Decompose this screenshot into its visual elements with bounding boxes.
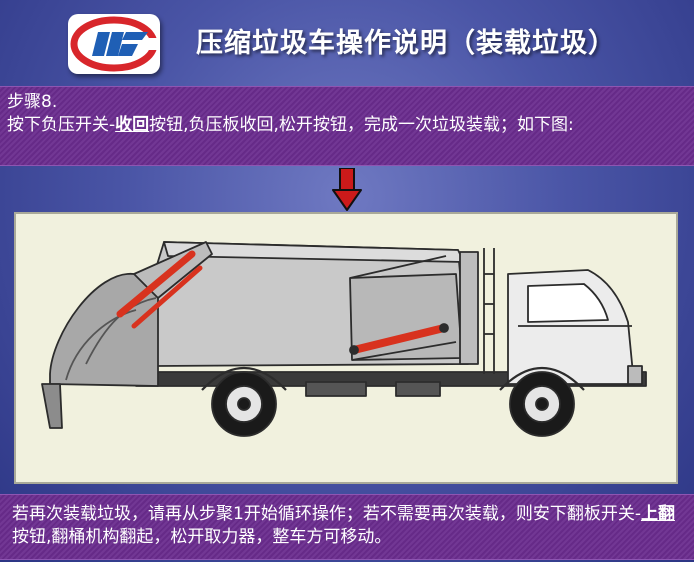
- next-step-note-panel: 若再次装载垃圾，请再从步聚1开始循环操作；若不需要再次装载，则安下翻板开关-上翻…: [0, 494, 694, 560]
- truck-diagram: [14, 212, 678, 484]
- retract-button-name: 收回: [115, 115, 150, 135]
- step-description: 按下负压开关-收回按钮,负压板收回,松开按钮，完成一次垃圾装载；如下图:: [7, 115, 574, 135]
- garbage-compactor-truck-icon: [41, 241, 647, 437]
- company-logo: [68, 14, 160, 74]
- step-instruction-panel: 步骤8. 按下负压开关-收回按钮,负压板收回,松开按钮，完成一次垃圾装载；如下图…: [0, 86, 694, 166]
- clw-logo-icon: [70, 16, 158, 72]
- step-heading: 步骤8.: [7, 92, 58, 112]
- flip-up-button-name: 上翻: [640, 504, 675, 524]
- arrow-down-icon: [332, 168, 362, 211]
- next-step-note: 若再次装载垃圾，请再从步聚1开始循环操作；若不需要再次装载，则安下翻板开关-上翻…: [12, 504, 675, 547]
- page-title: 压缩垃圾车操作说明（装载垃圾）: [196, 28, 616, 59]
